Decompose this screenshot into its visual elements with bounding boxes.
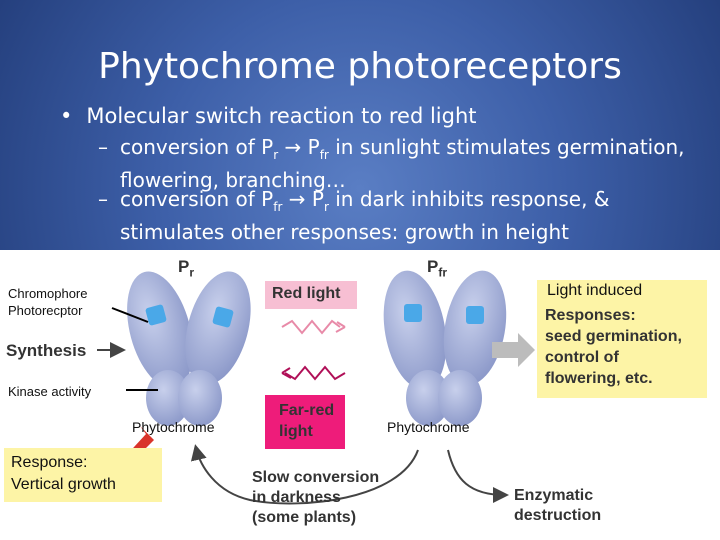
- pr-chromophore-right: [212, 306, 234, 328]
- chromophore-line: Chromophore: [8, 286, 88, 301]
- arrow-glyph-2: →: [288, 187, 306, 211]
- chromophore-label: Chromophore Photorecptor: [8, 285, 88, 319]
- phytochrome-right-label: Phytochrome: [387, 419, 470, 435]
- synthesis-label: Synthesis: [6, 341, 87, 360]
- pfr-sub: fr: [438, 265, 448, 280]
- phytochrome-left-label: Phytochrome: [132, 419, 215, 435]
- light-induced-label: Light induced: [547, 282, 643, 299]
- slow-line2: in darkness: [252, 489, 341, 506]
- bullet-text: Molecular switch reaction to red light: [86, 104, 477, 128]
- far-red-line1: Far-red: [279, 402, 335, 419]
- arrow-glyph-1: →: [284, 135, 302, 159]
- sub1-pre: conversion of P: [120, 135, 274, 159]
- slow-conversion-label: Slow conversion in darkness (some plants…: [252, 468, 379, 528]
- dash-2: –: [98, 187, 108, 211]
- pfr-chromophore-left: [404, 304, 422, 322]
- pr-molecule: [127, 271, 251, 426]
- phytochrome-figure: Pr Pfr Chromophore Photorecptor Synthesi…: [0, 250, 720, 540]
- pr-chromophore-left: [145, 304, 167, 326]
- figure-graphics: [97, 270, 535, 505]
- far-red-label: Far-red light: [279, 400, 334, 442]
- light-induced-box: Light induced Responses: seed germinatio…: [537, 280, 707, 398]
- pfr-molecule: [383, 270, 507, 426]
- slow-line3: (some plants): [252, 509, 357, 526]
- sub-bullet-1: –conversion of Pr → Pfr in sunlight stim…: [98, 135, 698, 193]
- sub2-mid: P: [311, 187, 324, 211]
- sub2-sub-a: fr: [273, 200, 283, 214]
- sub2-post: in dark inhibits response, &: [328, 187, 610, 211]
- sub-bullet-2: –conversion of Pfr → Pr in dark inhibits…: [98, 187, 698, 245]
- responses-text: Responses: seed germination, control of …: [545, 305, 682, 389]
- sub1-sub-b: fr: [319, 148, 329, 162]
- slow-line1: Slow conversion: [252, 469, 380, 486]
- sub1-post: in sunlight stimulates germination,: [328, 135, 685, 159]
- pr-label: Pr: [178, 257, 194, 279]
- enzymatic-label: Enzymatic destruction: [514, 486, 601, 526]
- pfr-chromophore-right: [466, 306, 484, 324]
- red-light-box: Red light: [265, 281, 357, 309]
- sub2-line2: stimulates other responses: growth in he…: [120, 220, 569, 244]
- dash-1: –: [98, 135, 108, 159]
- chromophore-pointer: [111, 307, 149, 323]
- kinase-label: Kinase activity: [8, 384, 92, 399]
- slow-conversion-arrow: [190, 444, 419, 505]
- response-box: Response: Vertical growth: [4, 448, 162, 502]
- responses-line1: Responses:: [545, 307, 636, 324]
- slide-title: Phytochrome photoreceptors: [98, 46, 622, 87]
- enzymatic-arrow: [447, 449, 509, 503]
- far-red-box: Far-red light: [265, 395, 345, 449]
- sub1-sub-a: r: [273, 148, 279, 162]
- sub2-sub-b: r: [323, 200, 329, 214]
- photoreceptor-line: Photorecptor: [8, 303, 83, 318]
- bullet-dot: •: [60, 104, 73, 128]
- response-text: Response: Vertical growth: [11, 452, 116, 496]
- enz-line2: destruction: [514, 507, 602, 524]
- main-bullet: • Molecular switch reaction to red light: [60, 104, 477, 129]
- response-arrow: [492, 333, 535, 367]
- far-red-arrowhead: [281, 367, 292, 379]
- sub1-line2: flowering, branching…: [120, 168, 346, 192]
- red-light-label: Red light: [272, 285, 341, 302]
- response-line1: Response:: [11, 454, 88, 471]
- responses-line3: control of: [545, 349, 619, 366]
- sub2-pre: conversion of P: [120, 187, 274, 211]
- pr-p: P: [178, 257, 190, 276]
- far-red-wave: [284, 365, 346, 381]
- red-light-arrowhead: [335, 321, 346, 333]
- responses-line2: seed germination,: [545, 328, 682, 345]
- pfr-p: P: [427, 257, 439, 276]
- pfr-label: Pfr: [427, 257, 447, 279]
- enz-line1: Enzymatic: [514, 487, 594, 504]
- sub1-mid: P: [307, 135, 320, 159]
- pr-sub: r: [189, 265, 195, 280]
- responses-line4: flowering, etc.: [545, 370, 653, 387]
- red-light-wave: [281, 319, 341, 335]
- far-red-line2: light: [279, 423, 313, 440]
- response-line2: Vertical growth: [11, 476, 116, 493]
